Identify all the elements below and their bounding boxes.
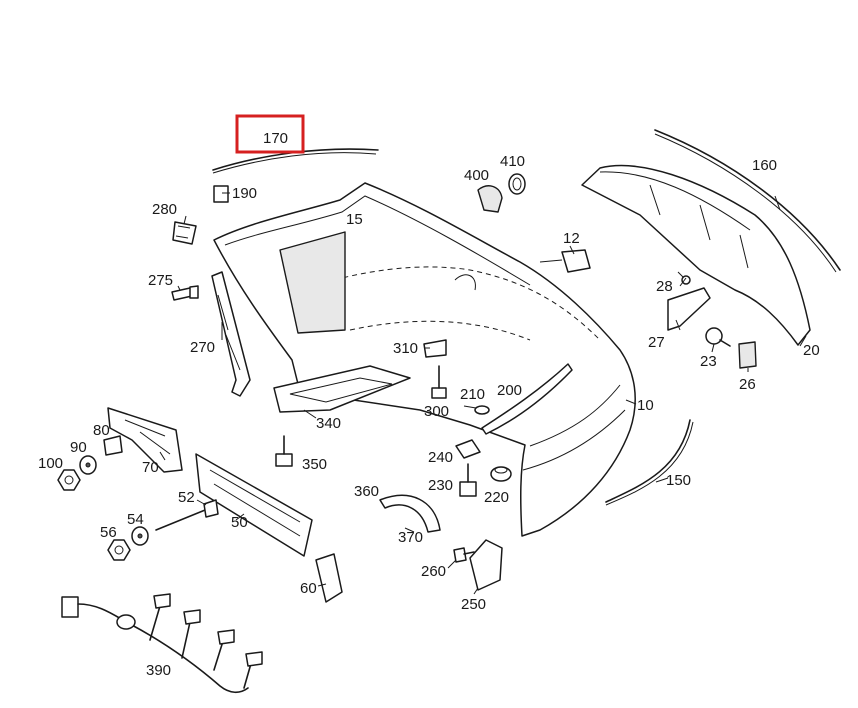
- label-210[interactable]: 210: [460, 386, 485, 403]
- label-150[interactable]: 150: [666, 472, 691, 489]
- label-50[interactable]: 50: [231, 514, 248, 531]
- part-220-grommet[interactable]: [490, 466, 512, 482]
- part-275-bolt[interactable]: [171, 285, 199, 301]
- label-370[interactable]: 370: [398, 529, 423, 546]
- part-350-screw[interactable]: [275, 435, 293, 467]
- label-170[interactable]: 170: [263, 130, 288, 147]
- part-20-diffuser[interactable]: [581, 164, 811, 346]
- part-240-bracket[interactable]: [455, 439, 481, 459]
- part-56-nut[interactable]: [107, 539, 131, 561]
- label-190[interactable]: 190: [232, 185, 257, 202]
- label-90[interactable]: 90: [70, 439, 87, 456]
- part-400-sensor-holder[interactable]: [477, 185, 503, 213]
- part-190-clip[interactable]: [213, 185, 229, 203]
- label-26[interactable]: 26: [739, 376, 756, 393]
- label-70[interactable]: 70: [142, 459, 159, 476]
- part-210-nut[interactable]: [474, 405, 490, 415]
- part-390-wiring-harness[interactable]: [61, 593, 263, 694]
- part-54-washer[interactable]: [131, 526, 149, 546]
- label-250[interactable]: 250: [461, 596, 486, 613]
- label-400[interactable]: 400: [464, 167, 489, 184]
- part-80-bracket[interactable]: [103, 435, 123, 456]
- label-410[interactable]: 410: [500, 153, 525, 170]
- label-100[interactable]: 100: [38, 455, 63, 472]
- part-150-trim-strip[interactable]: [605, 419, 694, 506]
- label-12[interactable]: 12: [563, 230, 580, 247]
- label-240[interactable]: 240: [428, 449, 453, 466]
- part-200-reflector-strip[interactable]: [481, 363, 573, 435]
- label-275[interactable]: 275: [148, 272, 173, 289]
- label-270[interactable]: 270: [190, 339, 215, 356]
- part-12-clip[interactable]: [539, 249, 591, 273]
- label-300[interactable]: 300: [424, 403, 449, 420]
- leader-lines: [159, 192, 807, 595]
- label-160[interactable]: 160: [752, 157, 777, 174]
- part-410-ring[interactable]: [508, 173, 526, 195]
- part-52-bolt[interactable]: [155, 499, 219, 531]
- label-350[interactable]: 350: [302, 456, 327, 473]
- part-160-trim-strip[interactable]: [654, 129, 841, 273]
- label-23[interactable]: 23: [700, 353, 717, 370]
- label-200[interactable]: 200: [497, 382, 522, 399]
- part-270-side-bracket[interactable]: [211, 271, 251, 397]
- label-360[interactable]: 360: [354, 483, 379, 500]
- label-260[interactable]: 260: [421, 563, 446, 580]
- label-340[interactable]: 340: [316, 415, 341, 432]
- label-230[interactable]: 230: [428, 477, 453, 494]
- part-15-bumper-cover[interactable]: [213, 182, 636, 537]
- part-280-bracket[interactable]: [172, 221, 197, 245]
- label-80[interactable]: 80: [93, 422, 110, 439]
- part-360-370-arch-liner[interactable]: [379, 494, 441, 533]
- part-70-side-mount[interactable]: [107, 407, 183, 473]
- part-60-connector-bracket[interactable]: [315, 553, 343, 603]
- part-labels: 170 190 280 15 400 410 160 12 275 28 270…: [38, 130, 820, 679]
- label-60[interactable]: 60: [300, 580, 317, 597]
- label-390[interactable]: 390: [146, 662, 171, 679]
- part-340-under-panel[interactable]: [273, 365, 411, 413]
- part-300-screw[interactable]: [431, 365, 447, 399]
- label-280[interactable]: 280: [152, 201, 177, 218]
- part-230-screw[interactable]: [459, 463, 477, 497]
- part-26-nut[interactable]: [738, 341, 757, 369]
- label-54[interactable]: 54: [127, 511, 144, 528]
- part-28-screw[interactable]: [677, 271, 691, 285]
- label-220[interactable]: 220: [484, 489, 509, 506]
- label-56[interactable]: 56: [100, 524, 117, 541]
- label-27[interactable]: 27: [648, 334, 665, 351]
- part-250-cover[interactable]: [469, 539, 503, 591]
- label-10[interactable]: 10: [637, 397, 654, 414]
- part-260-screw[interactable]: [453, 547, 475, 563]
- label-310[interactable]: 310: [393, 340, 418, 357]
- label-28[interactable]: 28: [656, 278, 673, 295]
- label-20[interactable]: 20: [803, 342, 820, 359]
- part-90-washer[interactable]: [79, 455, 97, 475]
- part-27-bracket[interactable]: [667, 287, 711, 331]
- part-23-screw[interactable]: [705, 327, 731, 347]
- part-50-impact-carrier[interactable]: [195, 453, 313, 557]
- part-100-nut[interactable]: [57, 469, 81, 491]
- label-52[interactable]: 52: [178, 489, 195, 506]
- highlight-box-170: [235, 114, 305, 154]
- part-310-clip[interactable]: [423, 339, 447, 358]
- label-15[interactable]: 15: [346, 211, 363, 228]
